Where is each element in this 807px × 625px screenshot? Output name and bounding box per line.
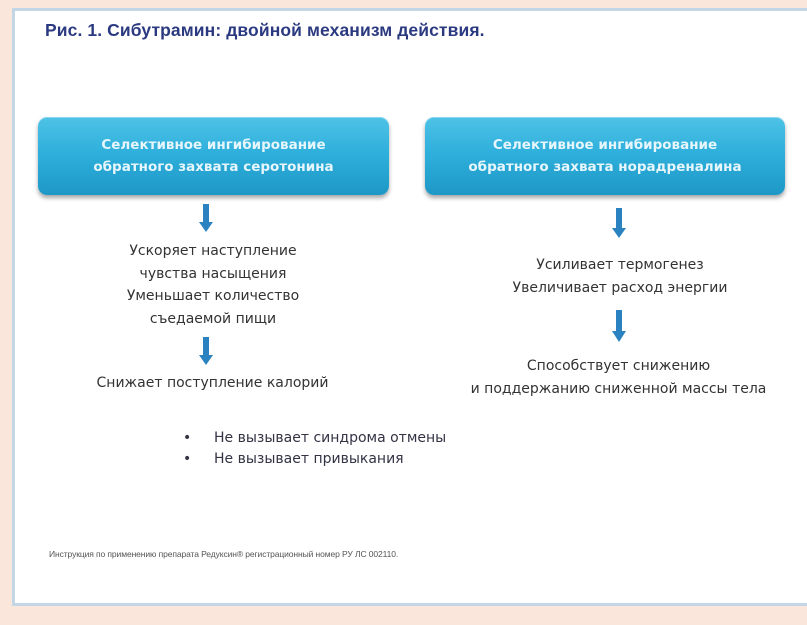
down-arrow-icon bbox=[612, 310, 626, 342]
text-line: Ускоряет наступление bbox=[129, 243, 297, 259]
serotonin-result-text: Снижает поступление калорий bbox=[55, 372, 370, 395]
figure-title: Рис. 1. Сибутрамин: двойной механизм дей… bbox=[45, 20, 485, 40]
text-line: чувства насыщения bbox=[139, 265, 287, 282]
down-arrow-icon bbox=[199, 337, 213, 365]
list-item-text: Не вызывает привыкания bbox=[214, 451, 404, 467]
text-line: съедаемой пищи bbox=[149, 310, 277, 327]
text-line: Уменьшает количество bbox=[126, 288, 300, 304]
text-line: Способствует снижению bbox=[526, 358, 711, 374]
down-arrow-icon bbox=[612, 208, 626, 238]
text-line: и поддержанию сниженной массы тела bbox=[470, 380, 767, 397]
box-line: Селективное ингибирование bbox=[492, 137, 718, 153]
list-item: • Не вызывает привыкания bbox=[180, 449, 446, 470]
text-line: Снижает поступление калорий bbox=[96, 375, 329, 391]
box-line: обратного захвата серотонина bbox=[93, 159, 334, 175]
box-line: Селективное ингибирование bbox=[101, 137, 326, 153]
serotonin-reuptake-box: Селективное ингибирование обратного захв… bbox=[38, 117, 389, 195]
noradrenaline-result-text: Способствует снижению и поддержанию сниж… bbox=[430, 355, 807, 400]
figure-frame bbox=[12, 8, 807, 606]
bullet-icon: • bbox=[183, 430, 192, 446]
noradrenaline-effects-text: Усиливает термогенез Увеличивает расход … bbox=[460, 254, 780, 299]
text-line: Увеличивает расход энергии bbox=[512, 279, 728, 296]
serotonin-effects-text: Ускоряет наступление чувства насыщения У… bbox=[68, 240, 358, 330]
properties-list: • Не вызывает синдрома отмены • Не вызыв… bbox=[180, 428, 446, 470]
list-item: • Не вызывает синдрома отмены bbox=[180, 428, 446, 449]
bullet-icon: • bbox=[183, 451, 192, 467]
down-arrow-icon bbox=[199, 204, 213, 232]
list-item-text: Не вызывает синдрома отмены bbox=[214, 430, 447, 446]
noradrenaline-reuptake-box: Селективное ингибирование обратного захв… bbox=[425, 117, 785, 195]
box-line: обратного захвата норадреналина bbox=[468, 159, 742, 175]
source-footnote: Инструкция по применению препарата Редук… bbox=[49, 549, 399, 559]
text-line: Усиливает термогенез bbox=[536, 257, 704, 273]
